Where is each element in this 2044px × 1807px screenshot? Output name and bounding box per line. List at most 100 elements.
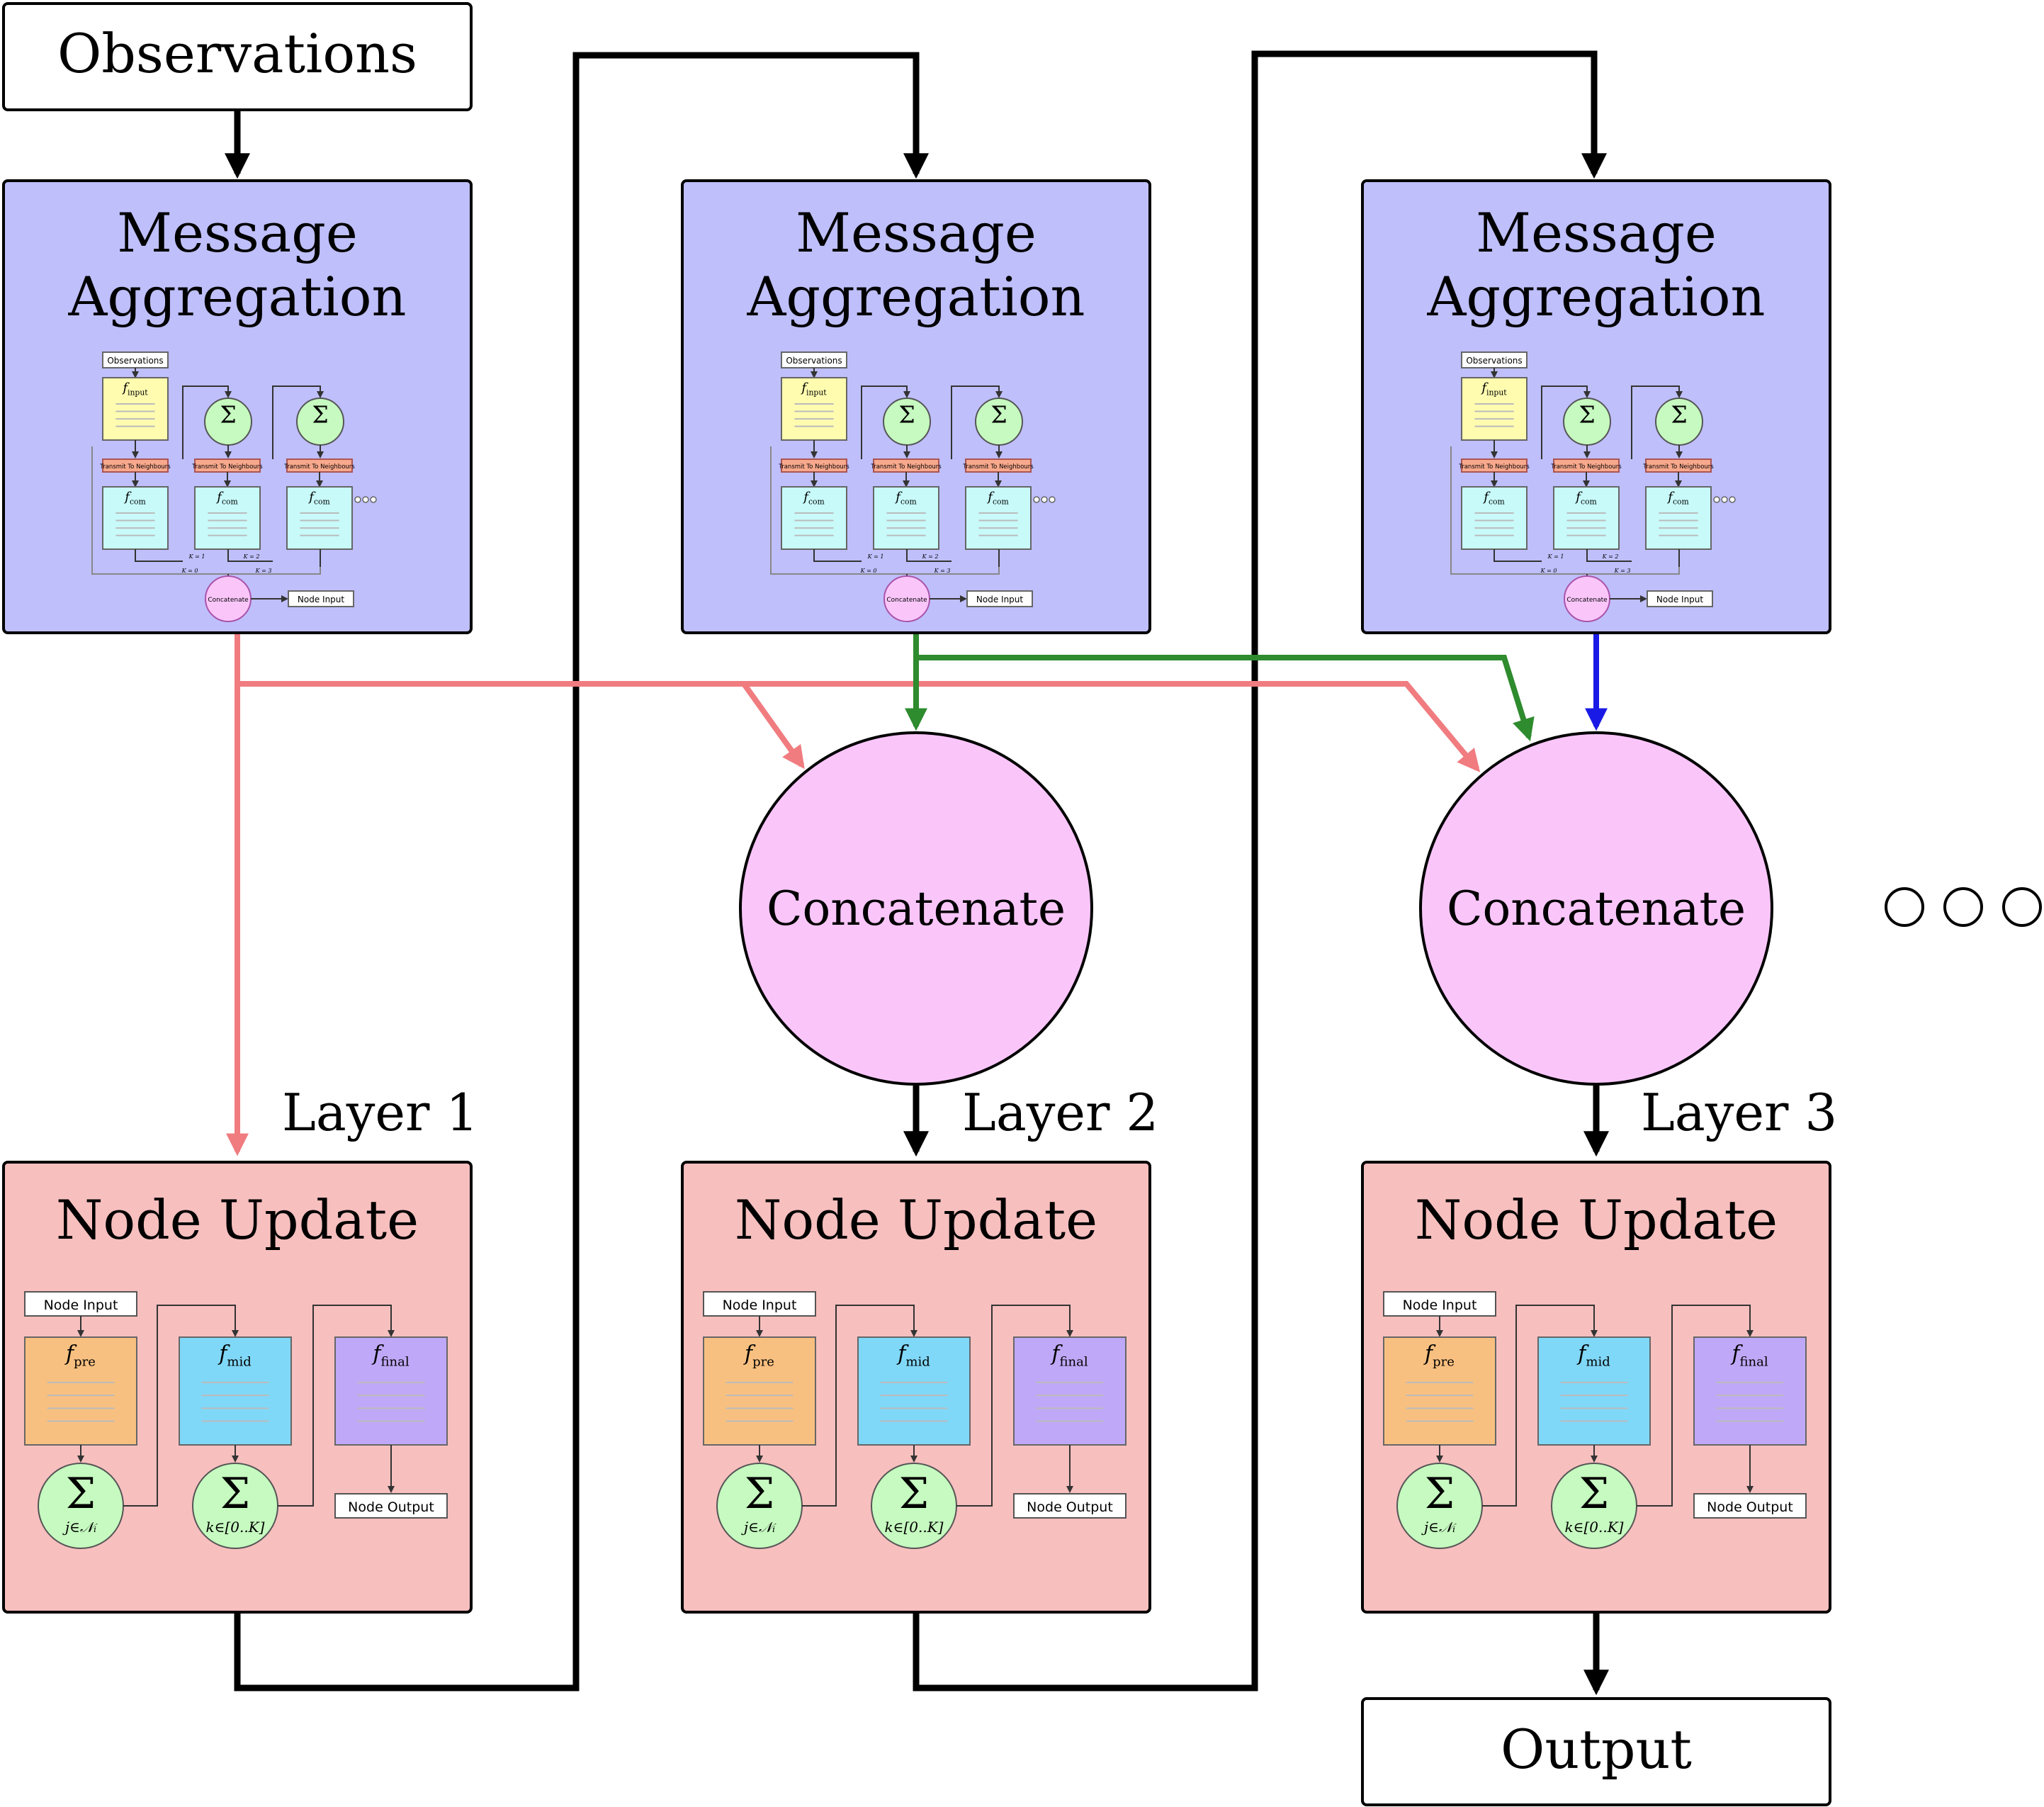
function-box bbox=[1461, 486, 1528, 550]
sum-subscript: j∈𝒩ᵢ bbox=[741, 1519, 777, 1536]
mini-com-box bbox=[194, 486, 261, 550]
node-output-box bbox=[334, 1493, 448, 1519]
mini-transmit-label: Transmit To Neighbours bbox=[962, 463, 1034, 471]
f-mid-box bbox=[1537, 1336, 1651, 1446]
function-box bbox=[1645, 486, 1712, 550]
function-box bbox=[179, 1336, 292, 1446]
mini-route bbox=[182, 385, 232, 459]
concatenate-label-layer-3: Concatenate bbox=[1447, 882, 1746, 936]
sum-symbol: Σ bbox=[990, 401, 1007, 429]
arrow-aggregation-1-to-concatenate-3 bbox=[744, 681, 1481, 772]
mini-route bbox=[813, 549, 862, 562]
node-output-box bbox=[1013, 1493, 1127, 1519]
function-box bbox=[1461, 377, 1528, 441]
sum-subscript: k∈[0..K] bbox=[206, 1519, 265, 1536]
mini-route bbox=[1631, 385, 1683, 459]
function-box bbox=[1537, 1336, 1651, 1446]
function-box bbox=[1013, 1336, 1127, 1446]
node-input-label: Node Input bbox=[723, 1297, 797, 1313]
mini-route bbox=[906, 549, 952, 562]
node-input-box bbox=[1383, 1291, 1496, 1317]
function-box bbox=[857, 1336, 971, 1446]
mini-transmit-label: Transmit To Neighbours bbox=[870, 463, 942, 471]
function-box bbox=[1553, 486, 1620, 550]
mini-observations-label: Observations bbox=[107, 356, 163, 366]
aggregation-title-line1: Message bbox=[117, 201, 358, 264]
mini-ellipsis-circle bbox=[362, 496, 369, 503]
function-box bbox=[102, 486, 169, 550]
mini-k-label: K = 1 bbox=[867, 553, 884, 560]
sum-neighbours-circle: Σj∈𝒩ᵢ bbox=[38, 1463, 124, 1549]
mini-route bbox=[1541, 385, 1591, 459]
function-box bbox=[703, 1336, 816, 1446]
mini-com-box bbox=[781, 486, 847, 550]
mini-sum-circle-2: Σ bbox=[1655, 398, 1703, 446]
ellipsis-circle bbox=[1885, 887, 1924, 927]
node-output-label: Node Output bbox=[1707, 1499, 1793, 1515]
sum-symbol: Σ bbox=[899, 1469, 929, 1519]
observations-label: Observations bbox=[57, 22, 417, 85]
mini-sum-circle-1: Σ bbox=[204, 398, 252, 446]
sum-symbol: Σ bbox=[312, 401, 328, 429]
function-box bbox=[1383, 1336, 1496, 1446]
sum-symbol: Σ bbox=[66, 1469, 96, 1519]
layer-label-2: Layer 2 bbox=[962, 1083, 1158, 1142]
mini-k-label: K = 0 bbox=[181, 568, 198, 574]
f-final-box bbox=[1693, 1336, 1807, 1446]
output-label: Output bbox=[1501, 1718, 1692, 1781]
route bbox=[802, 1305, 917, 1507]
f-final-box bbox=[1013, 1336, 1127, 1446]
mini-transmit-label: Transmit To Neighbours bbox=[1550, 463, 1622, 471]
node-input-box bbox=[24, 1291, 137, 1317]
sum-symbol: Σ bbox=[1579, 1469, 1609, 1519]
mini-ellipsis-circle bbox=[1033, 496, 1040, 503]
aggregation-title-line1: Message bbox=[1476, 201, 1717, 264]
aggregation-title-line2: Aggregation bbox=[746, 265, 1085, 328]
mini-route bbox=[272, 385, 324, 459]
mini-k-label: K = 1 bbox=[188, 553, 205, 560]
mini-ellipsis-circle bbox=[1713, 496, 1720, 503]
mini-input-box bbox=[781, 377, 847, 441]
mini-route bbox=[135, 549, 183, 562]
mini-ellipsis-circle bbox=[1041, 496, 1048, 503]
mini-concatenate-label: Concatenate bbox=[208, 597, 249, 604]
sum-k-circle: Σk∈[0..K] bbox=[871, 1463, 957, 1549]
mini-sum-circle-2: Σ bbox=[975, 398, 1023, 446]
node-output-label: Node Output bbox=[348, 1499, 434, 1515]
sum-subscript: k∈[0..K] bbox=[1565, 1519, 1624, 1536]
observations-box: Observations bbox=[2, 2, 473, 111]
mini-com-box bbox=[873, 486, 939, 550]
update-title: Node Update bbox=[56, 1188, 419, 1251]
ellipsis-circle bbox=[1943, 887, 1983, 927]
function-box bbox=[334, 1336, 448, 1446]
route bbox=[956, 1305, 1073, 1507]
function-box bbox=[194, 486, 261, 550]
mini-sum-circle-1: Σ bbox=[883, 398, 931, 446]
f-pre-box bbox=[24, 1336, 137, 1446]
sum-symbol: Σ bbox=[898, 401, 915, 429]
continuation-ellipsis bbox=[1885, 887, 2042, 927]
mini-transmit-label: Transmit To Neighbours bbox=[191, 463, 263, 471]
f-pre-box bbox=[1383, 1336, 1496, 1446]
mini-k-label: K = 2 bbox=[243, 553, 260, 560]
connection-lines bbox=[225, 50, 1609, 1696]
concatenate-node-layer-3: Concatenate bbox=[1419, 731, 1773, 1086]
mini-com-box bbox=[1645, 486, 1712, 550]
mini-com-box bbox=[1553, 486, 1620, 550]
mini-node-input-box bbox=[966, 590, 1033, 607]
mini-k-label: K = 3 bbox=[255, 568, 272, 574]
sum-neighbours-circle: Σj∈𝒩ᵢ bbox=[1396, 1463, 1483, 1549]
mini-k-bracket bbox=[91, 446, 321, 575]
sum-subscript: j∈𝒩ᵢ bbox=[62, 1519, 98, 1536]
